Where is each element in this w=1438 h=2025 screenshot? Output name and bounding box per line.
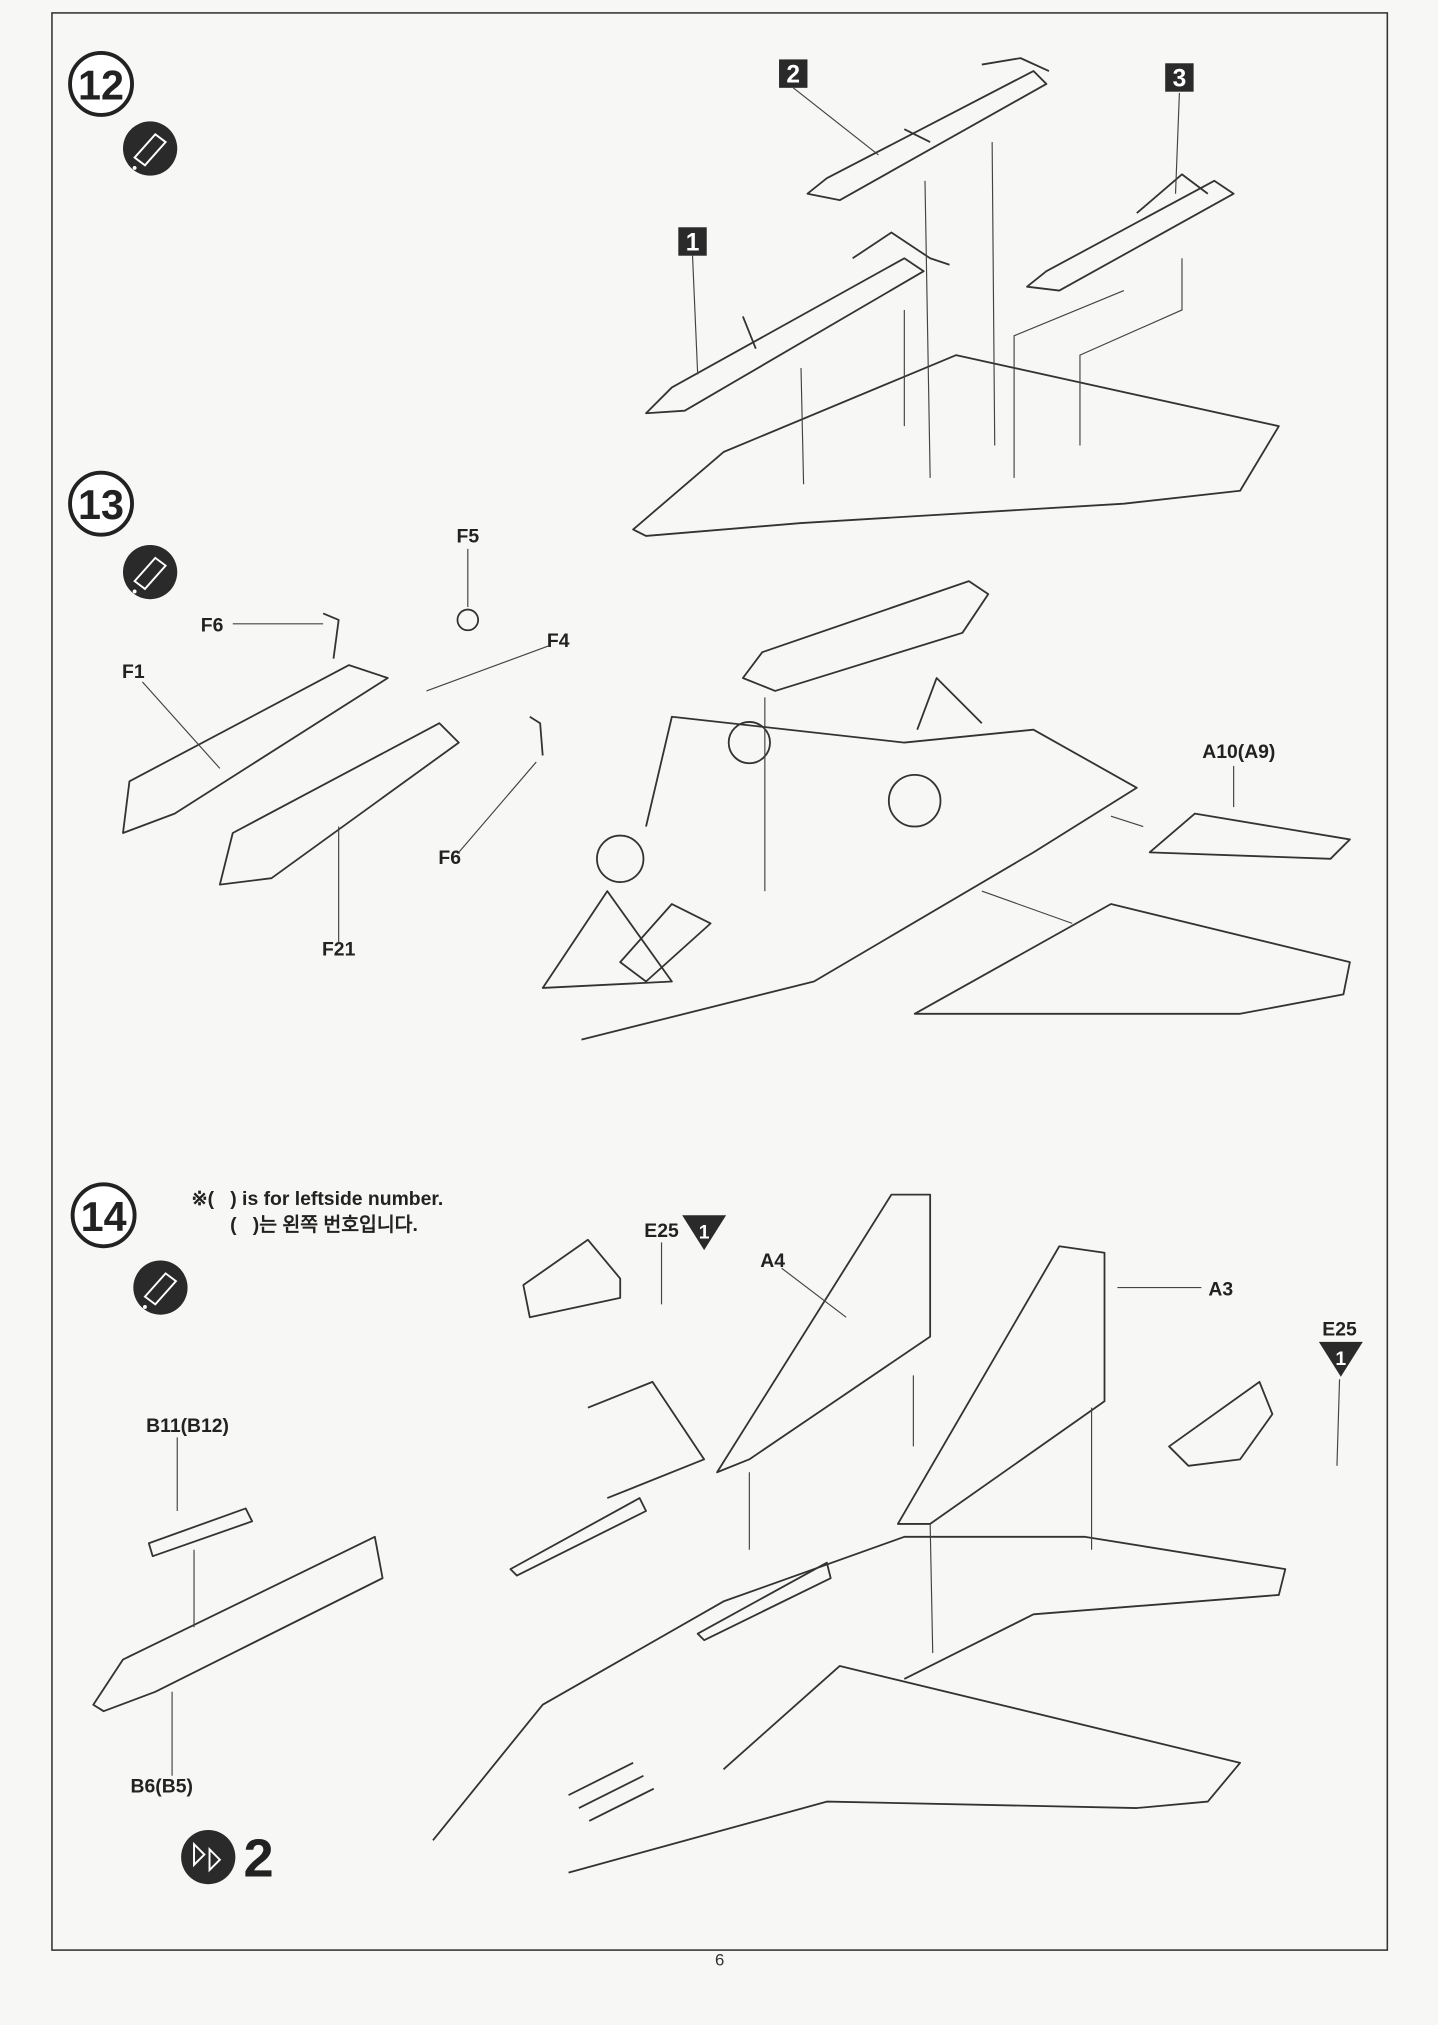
part-label-b6: B6(B5) [131,1776,193,1798]
part-label-f4: F4 [547,630,570,652]
page-border [51,12,1389,1951]
step-number-badge [68,470,134,537]
part-label-e25: E25 [1322,1318,1357,1340]
part-label-f5: F5 [457,525,480,547]
repeat-arrows-icon [181,1829,236,1885]
part-label-a3: A3 [1208,1278,1233,1300]
repeat-marker: 2 [181,1828,274,1888]
missile-drawings [632,57,1280,537]
callout-box [1165,63,1194,92]
pylon-and-tank-drawing [122,608,544,886]
part-label-f21: F21 [322,939,356,961]
attach-lines [691,87,1183,485]
repeat-count: 2 [244,1828,274,1888]
step-number: 14 [81,1194,127,1240]
step-number: 13 [78,482,124,528]
svg-text:1: 1 [699,1222,710,1244]
decal-marker: 1 [1318,1341,1363,1377]
step-number-badge [70,1182,137,1249]
callout-label: 1 [686,230,700,257]
attach-lines [171,1242,1341,1776]
callout-label: 2 [786,62,800,89]
pylon-rail-drawing [92,1507,384,1713]
page-number: 6 [715,1951,724,1970]
glue-icon [133,1260,188,1315]
step-14: 14 ※( ) is for leftside number. ( )는 왼쪽 … [70,1182,1363,1874]
part-label-e25: E25 [644,1220,679,1242]
decal-marker: 1 [682,1215,727,1251]
callout-label: 3 [1173,66,1187,93]
part-label-f6: F6 [201,615,224,637]
step-number-badge [68,51,134,117]
aircraft-drawing [432,1193,1287,1874]
attach-lines [141,548,1235,943]
glue-icon [122,544,178,600]
callout-box [678,227,707,256]
callout-box [779,59,808,88]
part-label-a10: A10(A9) [1202,741,1275,763]
part-label-f6: F6 [438,847,461,869]
note-english: ※( ) is for leftside number. [191,1188,443,1210]
part-label-b11: B11(B12) [146,1415,229,1437]
glue-icon [122,121,178,176]
step-12: 12 2 3 1 [68,51,1280,537]
note-korean: ( )는 왼쪽 번호입니다. [230,1214,418,1236]
svg-text:1: 1 [1335,1348,1346,1370]
step-number: 12 [78,62,124,108]
part-label-f1: F1 [122,661,145,683]
wing-underside-drawing [541,580,1351,1041]
step-13: 13 F5 F6 F4 F1 F6 F21 A10(A9) [68,470,1351,1041]
part-label-a4: A4 [760,1250,785,1272]
